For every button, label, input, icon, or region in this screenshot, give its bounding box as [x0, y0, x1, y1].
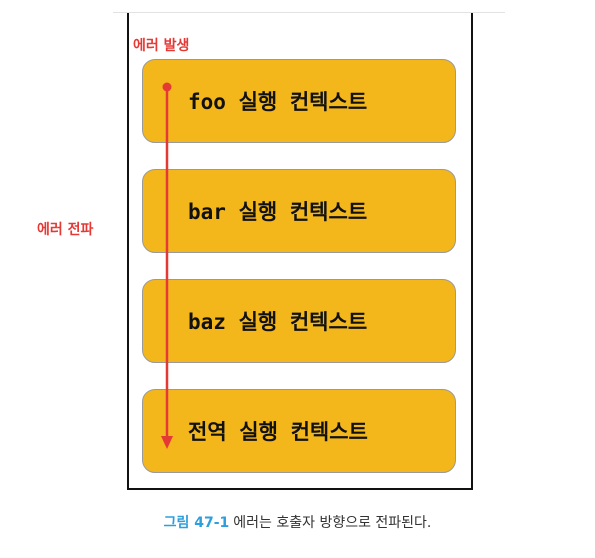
execution-context-foo: foo 실행 컨텍스트: [142, 59, 456, 143]
top-divider: [113, 12, 505, 13]
error-occurred-label: 에러 발생: [133, 38, 190, 54]
execution-context-label: baz 실행 컨텍스트: [188, 310, 368, 334]
execution-context-label: foo 실행 컨텍스트: [188, 90, 368, 114]
error-propagation-label: 에러 전파: [37, 222, 94, 238]
execution-context-label: 전역 실행 컨텍스트: [188, 420, 368, 444]
caption-text: 에러는 호출자 방향으로 전파된다.: [233, 515, 432, 531]
figure-number: 그림 47-1: [163, 515, 230, 531]
execution-context-global: 전역 실행 컨텍스트: [142, 389, 456, 473]
execution-context-bar: bar 실행 컨텍스트: [142, 169, 456, 253]
execution-context-baz: baz 실행 컨텍스트: [142, 279, 456, 363]
execution-context-label: bar 실행 컨텍스트: [188, 200, 368, 224]
